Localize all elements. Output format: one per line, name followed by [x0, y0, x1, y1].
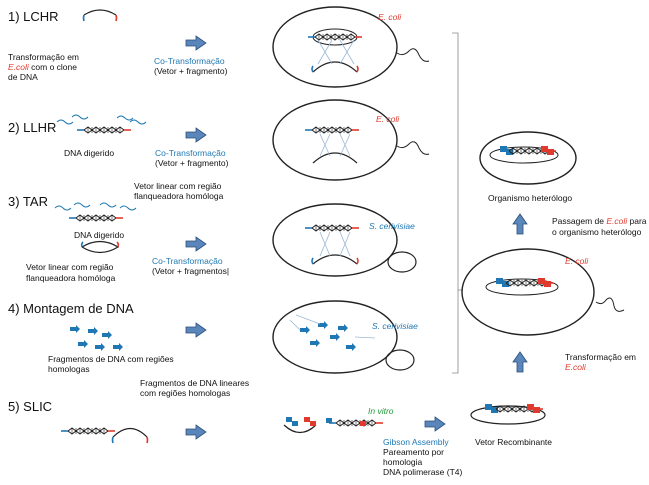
tar-arrow-label2: (Vetor + fragmentos|	[152, 266, 230, 276]
passage-line1-a: Passagem de	[552, 216, 607, 226]
bracket	[452, 32, 459, 374]
llhr-cell	[272, 99, 430, 181]
heterologous-organism-cell	[479, 131, 577, 185]
tar-host: S. cerivisiae	[369, 221, 415, 231]
llhr-note2: flanqueadora homóloga	[134, 191, 224, 201]
llhr-arrow-label1: Co-Transformação	[155, 148, 226, 158]
lchr-cell	[272, 6, 430, 88]
tar-arrow-label1: Co-Transformação	[152, 256, 223, 266]
up-arrow-icon-2	[512, 351, 528, 373]
slic-invitro-arrow-icon	[424, 416, 446, 432]
tar-cell	[272, 203, 417, 277]
llhr-arrow-icon	[185, 127, 207, 143]
tar-title: 3) TAR	[8, 194, 48, 209]
recombinant-vector-label: Vetor Recombinante	[475, 437, 553, 447]
montagem-fragments	[70, 325, 123, 351]
llhr-digested-dna	[56, 114, 147, 134]
tar-note1: Vetor linear com região	[26, 262, 114, 272]
lchr-title: 1) LCHR	[8, 9, 59, 24]
montagem-host: S. cerivisiae	[372, 321, 418, 331]
slic-step2: homologia	[383, 457, 423, 467]
llhr-dna-label: DNA digerido	[64, 148, 115, 158]
slic-inputs	[60, 427, 149, 444]
tar-dna-label: DNA digerido	[74, 230, 125, 240]
montagem-cell	[272, 300, 415, 374]
lchr-vector	[82, 9, 118, 22]
lchr-desc-line3: de DNA	[8, 72, 38, 82]
passage-line2: o organismo heterólogo	[552, 227, 642, 237]
up-arrow-icon-1	[512, 213, 528, 235]
right-ecoli-host: E. coli	[565, 256, 589, 266]
lchr-desc-rest: com o clone	[28, 62, 77, 72]
passage-line1-b: para	[627, 216, 647, 226]
montagem-below2: com regiões homologas	[140, 388, 231, 398]
tar-note2: flanqueadora homóloga	[26, 273, 116, 283]
transform-line1: Transformação em	[565, 352, 637, 362]
lchr-arrow-label1: Co-Transformação	[154, 56, 225, 66]
lchr-host: E. coli	[378, 12, 402, 22]
tar-digested-dna	[54, 202, 137, 254]
slic-step3: DNA polimerase (T4)	[383, 467, 463, 477]
passage-ecoli: E.coli	[606, 216, 628, 226]
slic-title: 5) SLIC	[8, 399, 53, 414]
transform-line2: E.coli	[565, 362, 586, 372]
slic-invitro-label: In vitro	[368, 406, 394, 416]
ecoli-cell-right	[461, 248, 625, 336]
passage-line1: Passagem de E.coli para	[552, 216, 647, 226]
montagem-title: 4) Montagem de DNA	[8, 301, 134, 316]
llhr-host: E. coli	[376, 114, 400, 124]
organism-label: Organismo heterólogo	[488, 193, 573, 203]
slic-invitro	[283, 417, 384, 434]
montagem-arrow-icon	[185, 322, 207, 338]
lchr-arrow-icon	[185, 35, 207, 51]
montagem-note1: Fragmentos de DNA com regiões	[48, 354, 174, 364]
slic-gibson: Gibson Assembly	[383, 437, 449, 447]
slic-step1: Pareamento por	[383, 447, 444, 457]
llhr-title: 2) LLHR	[8, 120, 57, 135]
lchr-desc-line1: Transformação em	[8, 52, 80, 62]
montagem-note2: homologas	[48, 364, 90, 374]
slic-arrow-icon	[185, 424, 207, 440]
recombinant-vector	[470, 404, 546, 425]
lchr-desc-ecoli: E.coli	[8, 62, 29, 72]
tar-arrow-icon	[185, 236, 207, 252]
montagem-below1: Fragmentos de DNA lineares	[140, 378, 250, 388]
llhr-arrow-label2: (Vetor + fragmento)	[155, 158, 229, 168]
llhr-note1: Vetor linear com região	[134, 181, 222, 191]
lchr-desc-line2: E.coli com o clone	[8, 62, 77, 72]
lchr-arrow-label2: (Vetor + fragmento)	[154, 66, 228, 76]
